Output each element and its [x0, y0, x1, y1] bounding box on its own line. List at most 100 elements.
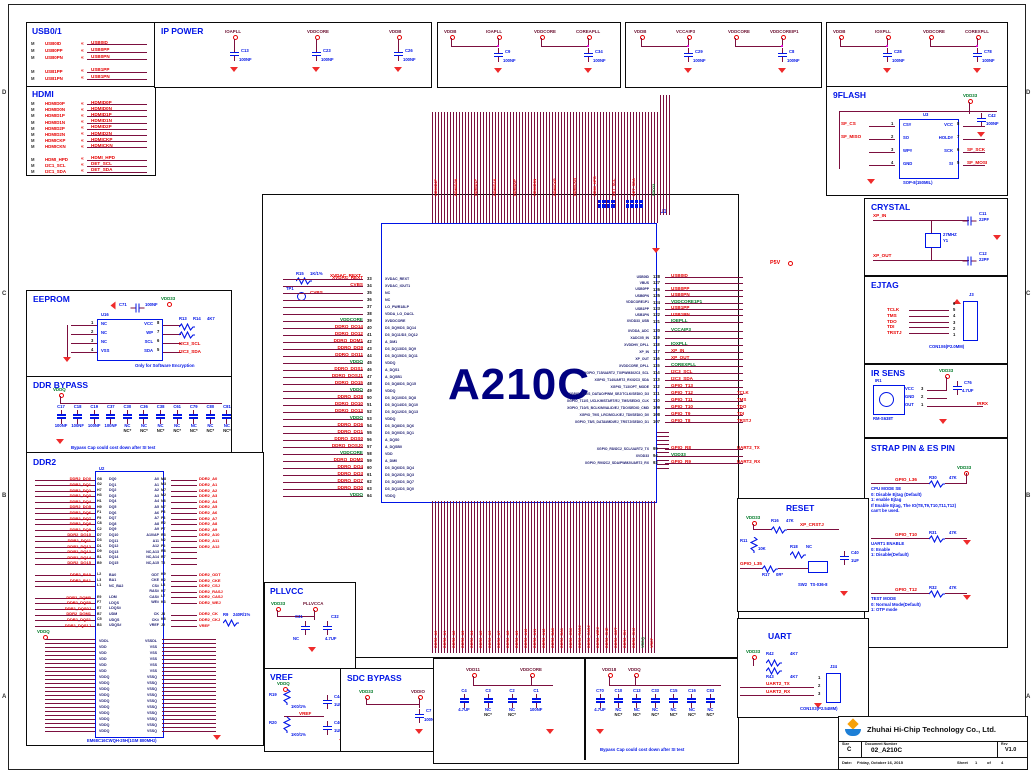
pin-row: DDR2_DQ9 C2 DQ9	[35, 527, 165, 533]
junction-dot	[886, 45, 889, 48]
ground-icon	[56, 439, 64, 444]
nc-mark: NC*	[508, 712, 516, 718]
resistor-value: 240R/1%	[233, 612, 251, 617]
pin-name: A3	[154, 493, 159, 498]
wire	[635, 676, 636, 686]
junction-dot	[497, 45, 500, 48]
pin-name: VSS	[149, 663, 157, 667]
bottom-net-labels: DDR2_A0 DDR2_A1 DDR2_A2 DDR2_A3 DDR2_A4 …	[434, 548, 654, 648]
chevron-icon: «	[81, 75, 84, 82]
signal-name: I2C1_SCL	[45, 162, 66, 168]
pin-number: 128	[653, 274, 660, 279]
power-node-icon	[365, 695, 370, 700]
net-label: GPIO_R8	[671, 445, 691, 451]
block-title: UART	[768, 631, 792, 641]
block-ip-power: IP POWER IOAPLL C13 100NF VDDCORE C23 10…	[154, 22, 432, 88]
pin-name: USB0ID	[636, 274, 649, 279]
chevron-icon: «	[81, 168, 84, 175]
wire	[665, 359, 743, 361]
power-node-icon	[418, 695, 423, 700]
wire	[963, 125, 985, 127]
cap-ref: C4	[461, 688, 467, 693]
net-label: DDR2_DQS1	[66, 617, 91, 623]
chevron-icon: «	[81, 47, 84, 54]
power-node-icon	[976, 35, 981, 40]
sheet-frame	[8, 4, 1026, 770]
wire	[839, 111, 997, 112]
cap-unit: C13 NC NC*	[631, 688, 643, 717]
wire	[35, 625, 95, 627]
doc-number-label: Document Number	[865, 742, 898, 746]
net-label: GPIO_T10	[671, 404, 693, 410]
pin-number: 54	[367, 423, 372, 428]
strap-item: GPIO_L36 R30 47K CPU MODE SE 0: Disable …	[871, 473, 1003, 525]
wire	[927, 406, 983, 407]
ground-icon	[213, 735, 221, 740]
net-label: HDMI_HPD	[91, 155, 115, 161]
pin-number: R8	[161, 549, 166, 554]
pin-name: OUT	[905, 402, 914, 407]
pin-row: XVDDHV_DPLL 118 IOXPLL	[505, 341, 805, 349]
net-label: DDR2_ODT	[199, 571, 221, 577]
pin-row: SDA 5	[135, 347, 195, 358]
net-label: I2C3_SDA	[179, 349, 201, 354]
pin-number: 2	[818, 683, 821, 688]
pin-name: A6	[154, 510, 159, 515]
pin-name: SDA	[144, 348, 153, 353]
net-label: DDRQ_DQ9	[337, 345, 363, 351]
cap-ref: C36	[140, 404, 148, 409]
wire	[869, 164, 895, 166]
junction-dot	[587, 45, 590, 48]
power-pin-row: VDDQ VSSQ	[99, 711, 157, 717]
pin-name: A9	[154, 527, 159, 532]
pin-number: L7	[161, 594, 166, 599]
part-label: CON1X3(P2.54MM)	[800, 706, 838, 711]
cap-value: 22PF	[979, 257, 990, 262]
pin-name: DQ10	[109, 532, 119, 537]
uart-pin-numbers: 1 2 3	[818, 675, 820, 699]
net-label-vertical: DDR2_CSJ	[569, 628, 573, 648]
power-pin-row: VDD VSS	[99, 663, 157, 669]
pin-number: 2	[953, 325, 956, 331]
power-node-icon	[839, 35, 844, 40]
net-alias-label: TCLK	[737, 390, 749, 396]
net-label: DDR2_A6	[199, 509, 218, 515]
net-label: DDR2_CSJ	[199, 583, 220, 589]
wire	[35, 575, 95, 577]
wire	[171, 479, 197, 481]
pin-name: XVDAC_IOUT1	[385, 283, 411, 288]
ground-icon	[883, 68, 891, 73]
signal-name: HDMID0P	[45, 101, 65, 106]
pin-number: B1	[97, 554, 102, 559]
capacitor-icon	[139, 409, 149, 424]
signal-row: TMS	[887, 313, 957, 320]
crystal-icon	[925, 233, 941, 248]
cap-value: 100NF	[71, 422, 84, 428]
wire	[87, 71, 147, 73]
power-net-label: VDD33	[359, 689, 374, 694]
wire	[930, 38, 931, 46]
pin-name: A_DM1	[385, 339, 398, 344]
resistor-ref: R31	[929, 530, 937, 535]
cap-unit: C18 100NF	[71, 404, 84, 433]
pin-row: 38 VDDA_LO_DACL	[283, 311, 502, 318]
resistor-icon	[929, 535, 945, 543]
net-label-vertical: DDR2_CASJ	[587, 625, 591, 648]
nc-mark: NC*	[706, 712, 715, 718]
resistor-ref: R18	[790, 544, 798, 549]
strap-item: GPIO_T10 R31 47K UART1 ENABLE 0: Enable …	[871, 530, 1003, 580]
pin-name: XVDD33_USB	[626, 319, 649, 324]
wire	[163, 343, 181, 344]
power-net-label: VDDCORE	[307, 29, 329, 34]
capacitor-icon	[494, 48, 503, 62]
wire	[283, 377, 363, 379]
net-label: DDR2_A0	[199, 476, 218, 482]
pin-row: CK J8 DDR2_CK	[129, 611, 261, 618]
chevron-icon: «	[81, 156, 84, 162]
component-ref: J24	[830, 664, 837, 669]
pin-number: 51	[367, 402, 372, 407]
wire	[35, 563, 95, 565]
net-label: DDR2_DQ8	[69, 521, 91, 527]
net-label: HDMICKP	[91, 136, 113, 142]
net-label: XP_CRSTJ	[800, 522, 824, 527]
